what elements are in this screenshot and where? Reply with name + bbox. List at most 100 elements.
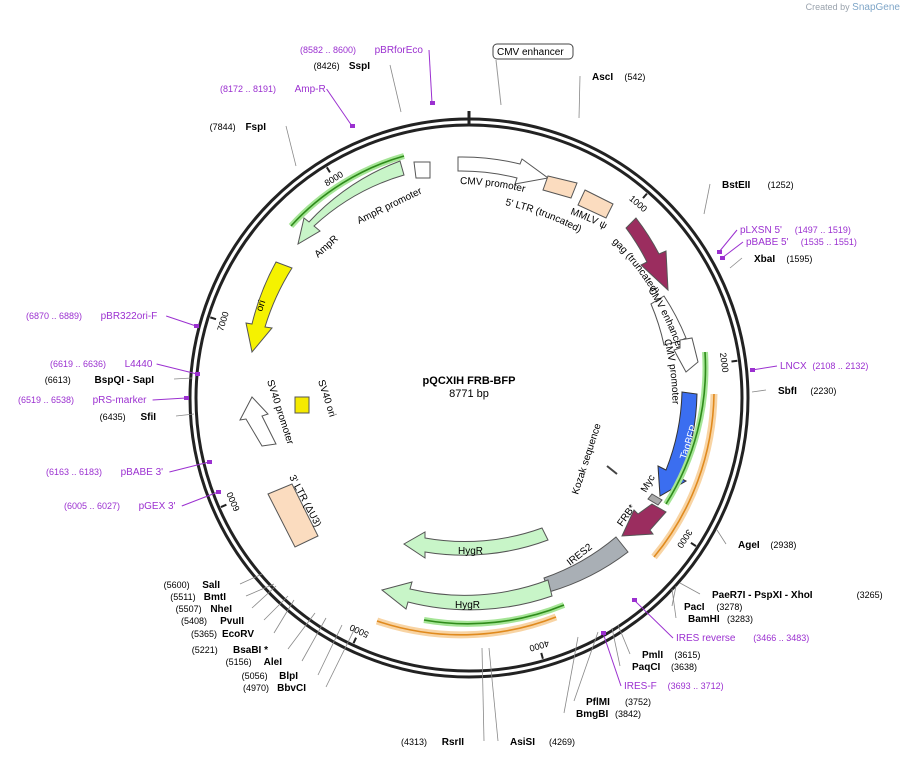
cut-site-leader: [251, 585, 277, 609]
cut-site-paer7i-pspxi-xhoi[interactable]: PaeR7I - PspXI - XhoI(3265): [679, 582, 883, 601]
primer-sites: (8582 .. 8600)pBRforEco(8172 .. 8191)Amp…: [18, 45, 868, 692]
primer-leader: [156, 363, 198, 375]
feature-ori[interactable]: ori: [245, 261, 293, 354]
cut-site-name: EcoRV: [222, 629, 254, 640]
primer-marker: [717, 250, 722, 254]
cut-site-leader: [245, 583, 275, 597]
primer-marker: [750, 368, 755, 372]
primer-name: L4440: [125, 359, 153, 370]
tick-label: 6000: [225, 491, 242, 513]
cut-site-leader: [325, 627, 356, 688]
cut-site-leader: [671, 588, 677, 619]
feature-hygr-2-label: HygR: [455, 600, 480, 611]
primer-plxsn-5-[interactable]: pLXSN 5'(1497 .. 1519): [717, 225, 851, 254]
primer-ires-f[interactable]: IRES-F (3693 .. 3712): [601, 631, 724, 692]
cut-site-ecorv[interactable]: EcoRV(5365): [191, 599, 295, 640]
primer-marker: [350, 124, 355, 128]
primer-leader: [602, 632, 622, 687]
primer-leader: [633, 599, 674, 639]
feature-sv40-ori[interactable]: SV40 ori: [294, 379, 337, 419]
tick-label: 3000: [675, 528, 694, 550]
cut-site-sali[interactable]: SalI(5600): [164, 573, 263, 591]
cut-site-name: BamHI: [688, 614, 720, 625]
primer-pgex-3-[interactable]: (6005 .. 6027)pGEX 3': [64, 490, 221, 512]
cut-site-asci[interactable]: AscI(542): [578, 72, 645, 119]
primer-leader: [718, 229, 738, 253]
cut-site-bmgbi[interactable]: BmgBI(3842): [563, 636, 641, 720]
primer-range: (3693 .. 3712): [668, 681, 724, 691]
cut-site-bsteii[interactable]: BstEII(1252): [703, 180, 794, 215]
primer-range: (1535 .. 1551): [801, 237, 857, 247]
cut-site-blpi[interactable]: BlpI(5056): [242, 624, 343, 682]
feature-sv40-promoter[interactable]: SV40 promoter: [239, 379, 296, 447]
cut-site-pos: (5056): [242, 671, 268, 681]
primer-pbr322ori-f[interactable]: (6870 .. 6889)pBR322ori-F: [26, 311, 199, 328]
primer-name: pBRforEco: [375, 45, 424, 56]
primer-prs-marker[interactable]: (6519 .. 6538)pRS-marker: [18, 395, 189, 406]
cut-site-pos: (6613): [45, 375, 71, 385]
cut-site-pflmi[interactable]: PflMI(3752): [573, 631, 651, 708]
feature-hygr-2[interactable]: HygR: [380, 579, 553, 611]
cut-site-agei[interactable]: AgeI(2938): [716, 529, 796, 551]
feature-cmv-enhancer[interactable]: CMV enhancer: [492, 43, 574, 106]
cut-site-name: NheI: [210, 604, 232, 615]
cut-site-pos: (3615): [674, 650, 700, 660]
cut-site-paqci[interactable]: PaqCI(3638): [611, 627, 697, 673]
primer-name: pGEX 3': [139, 501, 176, 512]
cut-site-leader: [578, 75, 581, 119]
cut-site-xbai[interactable]: XbaI(1595): [729, 254, 812, 269]
feature-ires2[interactable]: IRES2: [543, 536, 629, 593]
feature-kozak[interactable]: Kozak sequence: [570, 422, 618, 496]
feature-frb[interactable]: FRB*: [615, 503, 667, 537]
primer-pbabe-5-[interactable]: pBABE 5'(1535 .. 1551): [720, 237, 857, 260]
feature-cmv-promoter[interactable]: CMV promoter: [457, 156, 550, 195]
feature-hygr-1[interactable]: HygR: [403, 527, 549, 559]
primer-name: pLXSN 5': [740, 225, 782, 236]
tick-mark: [642, 192, 648, 199]
cut-site-sfii[interactable]: SfiI(6435): [100, 412, 195, 423]
feature-3-ltr[interactable]: 3' LTR (ΔU3): [267, 473, 323, 548]
feature-hygr-1-label: HygR: [458, 546, 483, 557]
cut-site-nhei[interactable]: NheI(5507): [176, 585, 277, 615]
feature-gag[interactable]: gag (truncated): [610, 217, 669, 297]
cut-site-pos: (2938): [770, 540, 796, 550]
cut-site-alei[interactable]: AleI(5156): [226, 617, 327, 668]
cut-site-asisi[interactable]: AsiSI(4269): [488, 647, 575, 748]
cut-site-bsabi-[interactable]: BsaBI *(5221): [192, 612, 316, 656]
primer-l4440[interactable]: (6619 .. 6636)L4440: [50, 359, 200, 376]
cut-site-name: BspQI - SapI: [95, 375, 155, 386]
cut-site-fspi[interactable]: FspI(7844): [210, 122, 297, 167]
cut-site-pvuii[interactable]: PvuII(5408): [181, 595, 289, 627]
cut-site-paci[interactable]: PacI(3278): [671, 585, 742, 613]
cut-site-bmti[interactable]: BmtI(5511): [170, 583, 275, 603]
cut-site-bbvci[interactable]: BbvCI(4970): [243, 627, 356, 694]
primer-name: Amp-R: [295, 84, 326, 95]
cut-site-leader: [285, 125, 297, 167]
cut-site-rsrii[interactable]: RsrII(4313): [401, 647, 485, 748]
primer-amp-r[interactable]: (8172 .. 8191)Amp-R: [220, 84, 355, 128]
cut-site-name: PaqCI: [632, 662, 661, 673]
cut-site-sbfi[interactable]: SbfI(2230): [751, 386, 836, 397]
primer-pbrforeco[interactable]: (8582 .. 8600)pBRforEco: [300, 45, 435, 105]
feature-sv40-ori-label: SV40 ori: [315, 379, 337, 419]
cut-site-bamhi[interactable]: BamHI(3283): [671, 588, 753, 625]
feature-ori-label: ori: [254, 299, 268, 313]
primer-lncx[interactable]: LNCX(2108 .. 2132): [750, 361, 868, 372]
primer-pbabe-3-[interactable]: (6163 .. 6183)pBABE 3': [46, 460, 212, 478]
cut-site-name: SalI: [202, 580, 220, 591]
primer-name: IRES-F: [624, 681, 657, 692]
cut-site-sspi[interactable]: SspI(8426): [314, 61, 402, 113]
cut-site-name: AscI: [592, 72, 613, 83]
cut-site-pmli[interactable]: PmlI(3615): [617, 624, 700, 661]
cut-site-leader: [263, 595, 289, 621]
cut-site-name: RsrII: [442, 737, 464, 748]
primer-marker: [216, 490, 221, 494]
primer-leader: [326, 88, 353, 127]
primer-ires-reverse[interactable]: IRES reverse(3466 .. 3483): [632, 598, 809, 644]
cut-site-name: PacI: [684, 602, 705, 613]
cut-site-bspqi-sapi[interactable]: BspQI - SapI (6613): [45, 375, 193, 386]
primer-leader: [181, 491, 219, 507]
cut-site-leader: [751, 389, 767, 393]
tick-mark: [209, 316, 217, 321]
plasmid-name: pQCXIH FRB-BFP: [423, 375, 516, 387]
